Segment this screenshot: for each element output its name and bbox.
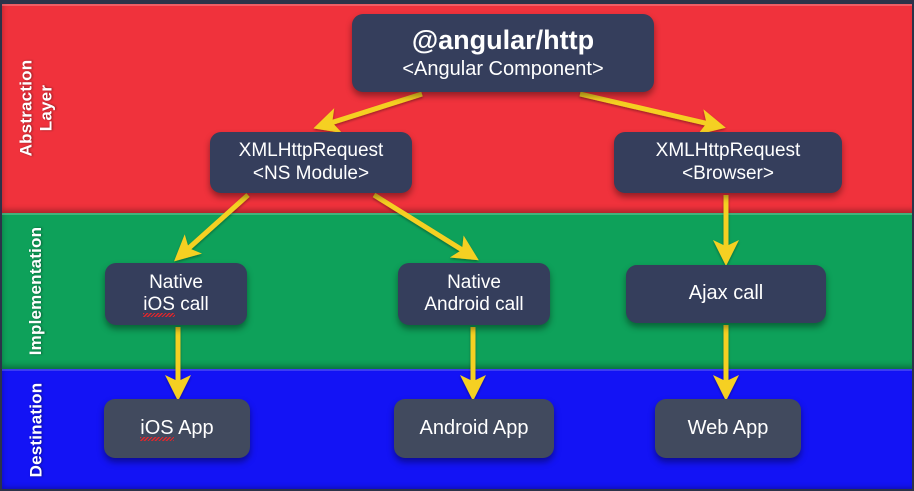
spellcheck-underline-ios: iOS (143, 294, 175, 318)
node-native-android-call-title: Native (447, 271, 501, 293)
node-native-ios-call-subtitle: iOS call (143, 294, 209, 318)
node-xhr-browser[interactable]: XMLHttpRequest <Browser> (614, 132, 842, 193)
node-native-android-call[interactable]: Native Android call (398, 263, 550, 325)
node-xhr-browser-subtitle: <Browser> (682, 162, 774, 184)
node-xhr-ns-module-title: XMLHttpRequest (238, 140, 384, 162)
node-android-app[interactable]: Android App (394, 399, 554, 458)
node-web-app-title: Web App (687, 416, 769, 439)
node-angular-http[interactable]: @angular/http <Angular Component> (352, 14, 654, 92)
node-native-ios-call-subtitle-rest: call (174, 294, 209, 315)
node-native-ios-call[interactable]: Native iOS call (105, 263, 247, 325)
node-xhr-ns-module[interactable]: XMLHttpRequest <NS Module> (210, 132, 412, 193)
node-angular-http-title: @angular/http (411, 25, 595, 56)
node-native-ios-call-title: Native (149, 271, 203, 293)
node-xhr-browser-title: XMLHttpRequest (655, 140, 801, 162)
node-ajax-call[interactable]: Ajax call (626, 265, 826, 323)
node-web-app[interactable]: Web App (655, 399, 801, 458)
spellcheck-underline-ios-app: iOS (140, 416, 174, 441)
node-xhr-ns-module-subtitle: <NS Module> (252, 162, 370, 184)
node-angular-http-subtitle: <Angular Component> (402, 57, 604, 80)
node-native-android-call-subtitle: Android call (424, 294, 524, 315)
node-ios-app-title-rest: App (173, 416, 214, 439)
node-android-app-title: Android App (419, 416, 529, 439)
node-ajax-call-title: Ajax call (688, 282, 764, 305)
node-ios-app[interactable]: iOS App (104, 399, 250, 458)
node-ios-app-title: iOS App (140, 416, 214, 441)
